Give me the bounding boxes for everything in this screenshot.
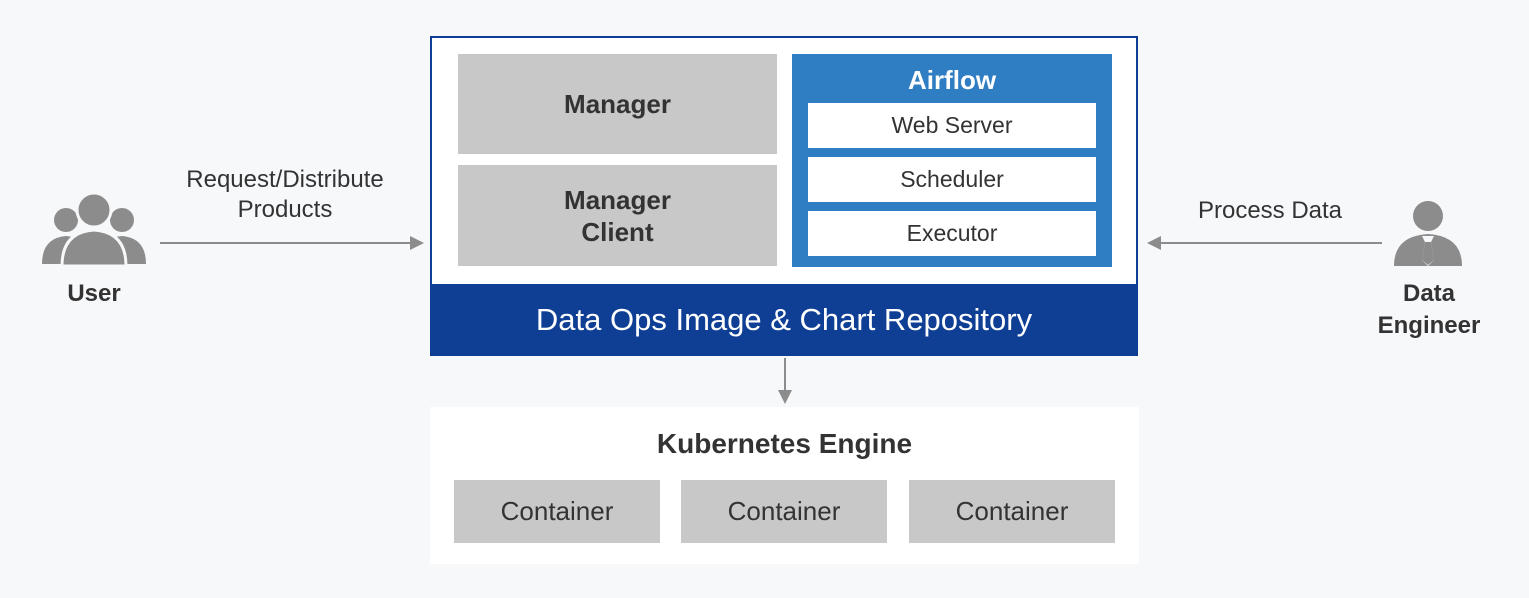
user-action-line1: Request/Distribute <box>186 166 384 193</box>
container-block-3: Container <box>909 480 1115 543</box>
engineer-label-line2: Engineer <box>1377 312 1481 339</box>
airflow-executor: Executor <box>808 211 1096 256</box>
engineer-action-label: Process Data <box>1197 197 1343 224</box>
airflow-title: Airflow <box>907 64 997 95</box>
manager-block: Manager <box>458 54 777 154</box>
user-to-repo-arrow <box>160 236 424 250</box>
manager-client-block: Manager Client <box>458 165 777 266</box>
repo-to-kubernetes-arrow <box>778 358 792 404</box>
repository-title-bar: Data Ops Image & Chart Repository <box>430 284 1138 356</box>
engineer-to-repo-arrow <box>1147 236 1382 250</box>
manager-client-line2: Client <box>581 216 654 247</box>
user-action-label: Request/Distribute Products <box>150 165 420 225</box>
user-action-line2: Products <box>237 196 333 223</box>
manager-client-line1: Manager <box>564 184 671 215</box>
engineer-icon <box>1394 201 1462 266</box>
container-block-1: Container <box>454 480 660 543</box>
kubernetes-engine-title: Kubernetes Engine <box>656 428 913 459</box>
engineer-label: Data Engineer <box>1360 278 1498 342</box>
container-block-2: Container <box>681 480 887 543</box>
airflow-web-server: Web Server <box>808 103 1096 148</box>
user-label: User <box>67 280 121 307</box>
user-group-icon <box>42 191 146 266</box>
engineer-label-line1: Data <box>1402 280 1456 307</box>
airflow-scheduler: Scheduler <box>808 157 1096 202</box>
